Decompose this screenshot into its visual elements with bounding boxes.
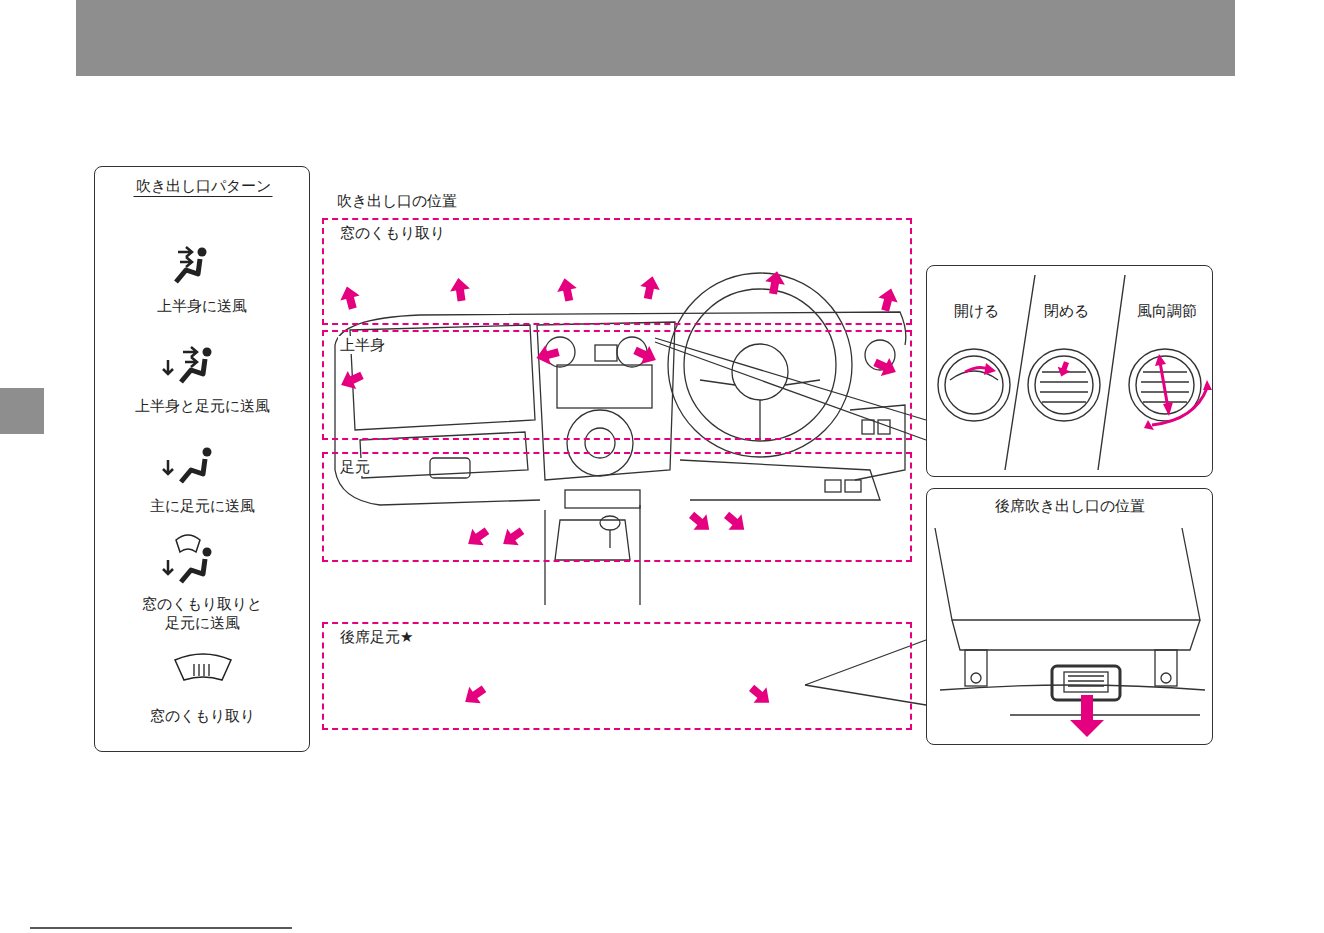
node-text: 閉める xyxy=(1042,302,1091,320)
node-text: 吹き出し口パターン xyxy=(134,177,273,197)
node-text: 上半身 xyxy=(338,336,387,354)
upper-body-region: 上半身 xyxy=(322,330,912,440)
node-text: 後席足元★ xyxy=(338,628,415,646)
pattern-label: 窓のくもり取り xyxy=(127,707,277,726)
node-text: 足元 xyxy=(338,458,372,476)
pattern-panel: 吹き出し口パターン xyxy=(94,166,310,752)
pattern-label: 上半身に送風 xyxy=(127,297,277,316)
pattern-label: 窓のくもり取りと 足元に送風 xyxy=(132,595,272,633)
airflow-arrows xyxy=(337,269,901,710)
node-text: 開ける xyxy=(952,302,1001,320)
pattern-label: 主に足元に送風 xyxy=(127,497,277,516)
vent-operation-panel: 開ける 閉める 風向調節 xyxy=(926,265,1213,477)
vent-details xyxy=(938,275,1201,470)
rear-seat-drawing xyxy=(935,528,1205,715)
header-bar xyxy=(76,0,1235,76)
foot-region: 足元 xyxy=(322,452,912,562)
rear-vent-panel: 後席吹き出し口の位置 xyxy=(926,488,1213,745)
rear-arrow xyxy=(1070,695,1104,737)
side-tab xyxy=(0,388,44,434)
section-heading: 吹き出し口の位置 xyxy=(337,192,457,211)
leader-lines xyxy=(655,338,926,705)
node-text: 風向調節 xyxy=(1135,302,1199,320)
node-text: 後席吹き出し口の位置 xyxy=(993,497,1147,515)
defrost-region: 窓のくもり取り xyxy=(322,218,912,325)
pattern-label: 上半身と足元に送風 xyxy=(117,397,287,416)
node-text: 窓のくもり取り xyxy=(338,224,447,242)
vent-arrows xyxy=(965,354,1212,430)
rear-foot-region: 後席足元★ xyxy=(322,622,912,730)
